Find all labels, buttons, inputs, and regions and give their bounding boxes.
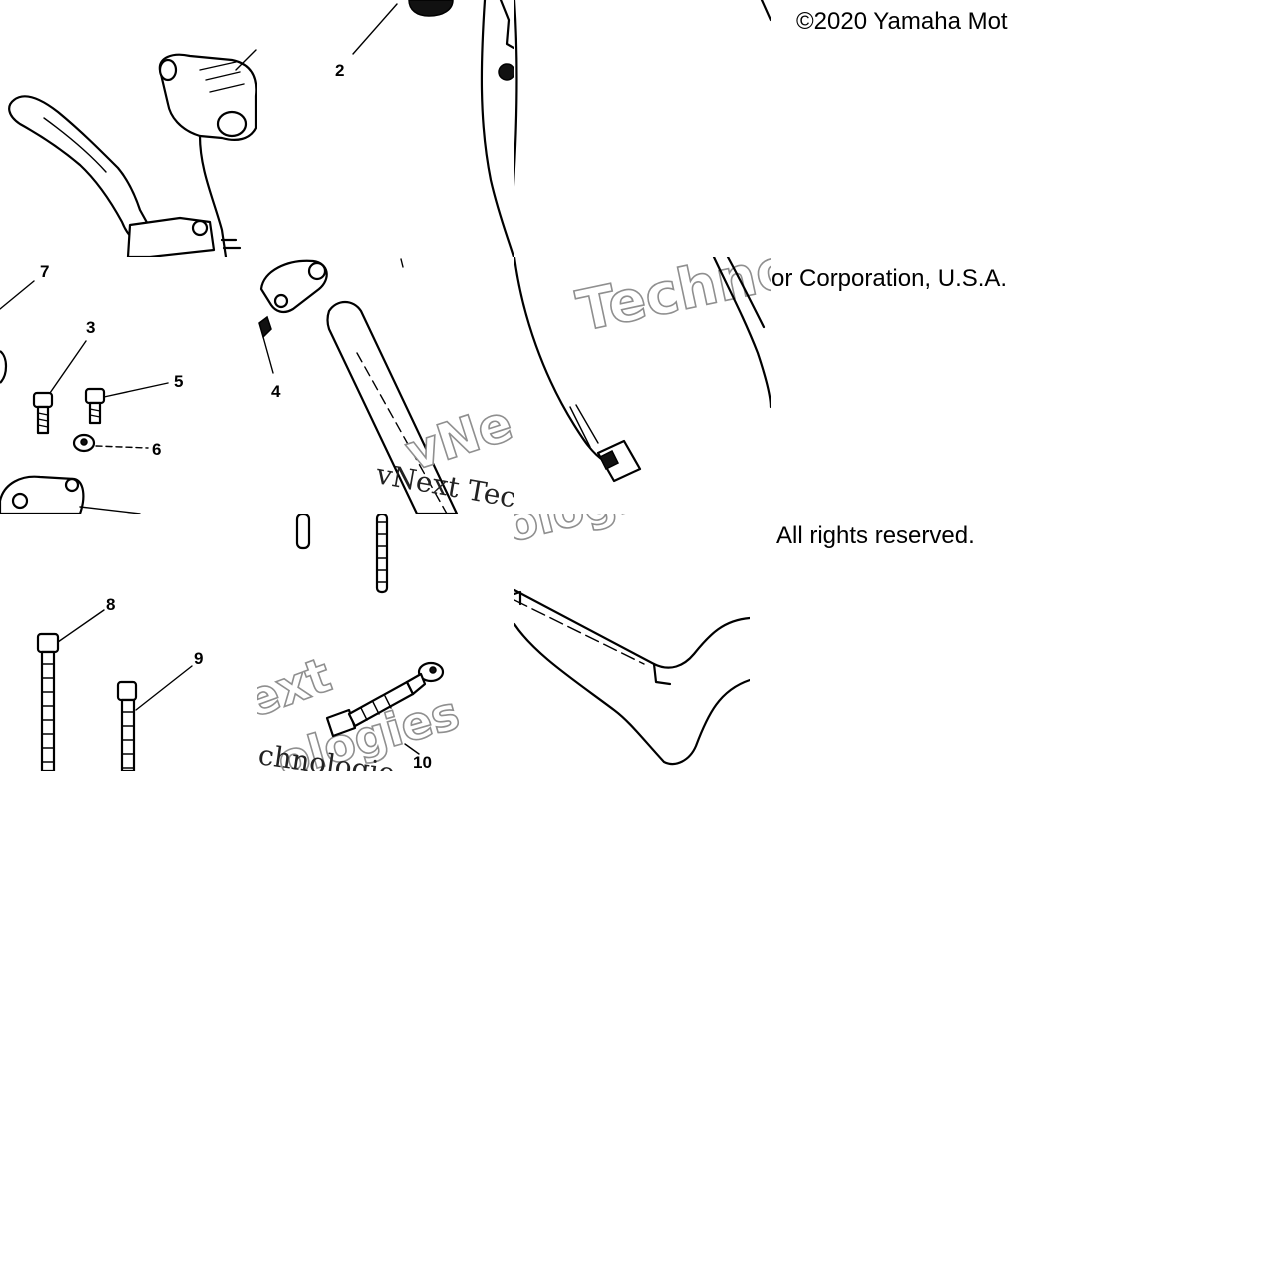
callout-6: 6	[152, 440, 161, 459]
tile-lever-switch	[0, 0, 257, 257]
callout-9: 9	[194, 649, 203, 668]
callout-2: 2	[335, 61, 344, 80]
watermark-ext: ext	[257, 647, 338, 729]
tile-cable-end: Techno	[514, 257, 771, 514]
bolt-5	[84, 387, 106, 425]
copyright-line-2: or Corporation, U.S.A.	[771, 265, 1008, 292]
cable-end-drawing: Techno	[514, 257, 771, 483]
tile-cable-upper	[514, 0, 771, 257]
tile-grip: 4 vNe vNext Tec	[257, 257, 514, 514]
lever-switch-drawing	[8, 49, 257, 257]
tile-bolts: 7 3 5 6	[0, 257, 257, 514]
cable-tie-9	[116, 680, 138, 771]
tile-adjuster: ext ologies 10 chnologie	[257, 514, 514, 771]
handlebar-upper	[514, 588, 750, 669]
callout-8: 8	[106, 595, 115, 614]
cable-drawing	[514, 0, 771, 188]
copyright-line-1: ©2020 Yamaha Mot	[796, 8, 1008, 35]
cable-adjuster	[325, 661, 445, 738]
handlebar-drawing: ologies	[514, 514, 750, 766]
tile-callout-2: 2	[257, 0, 514, 257]
bolt-3	[32, 391, 54, 435]
tile-cable-ties: 8 9	[0, 514, 257, 771]
throttle-cable	[480, 0, 514, 257]
switch-wire	[198, 134, 228, 257]
cable-ties-drawing: 8 9	[36, 595, 203, 771]
upper-cable-drawing: 2	[335, 0, 514, 257]
cable-end-fitting	[596, 439, 642, 483]
callout-7: 7	[40, 262, 49, 281]
watermark-ologies: ologies	[514, 514, 693, 553]
clutch-lever	[8, 95, 154, 245]
cable-tie-8	[36, 632, 60, 771]
pivot-bolt	[191, 219, 209, 237]
callout-3: 3	[86, 318, 95, 337]
callout-5: 5	[174, 372, 183, 391]
adjuster-drawing: ext ologies 10 chnologie	[257, 514, 466, 771]
bolts-drawing: 7 3 5 6	[0, 262, 183, 514]
copyright-line-3: All rights reserved.	[776, 522, 975, 549]
callout-4: 4	[271, 382, 281, 401]
callout-10: 10	[413, 753, 432, 771]
handlebar-grip	[326, 300, 459, 514]
handlebar-lower	[514, 622, 750, 766]
grip-drawing: 4 vNe vNext Tec	[258, 258, 514, 514]
watermark-techno: Techno	[571, 257, 771, 345]
tile-handlebar: ologies	[514, 514, 750, 771]
